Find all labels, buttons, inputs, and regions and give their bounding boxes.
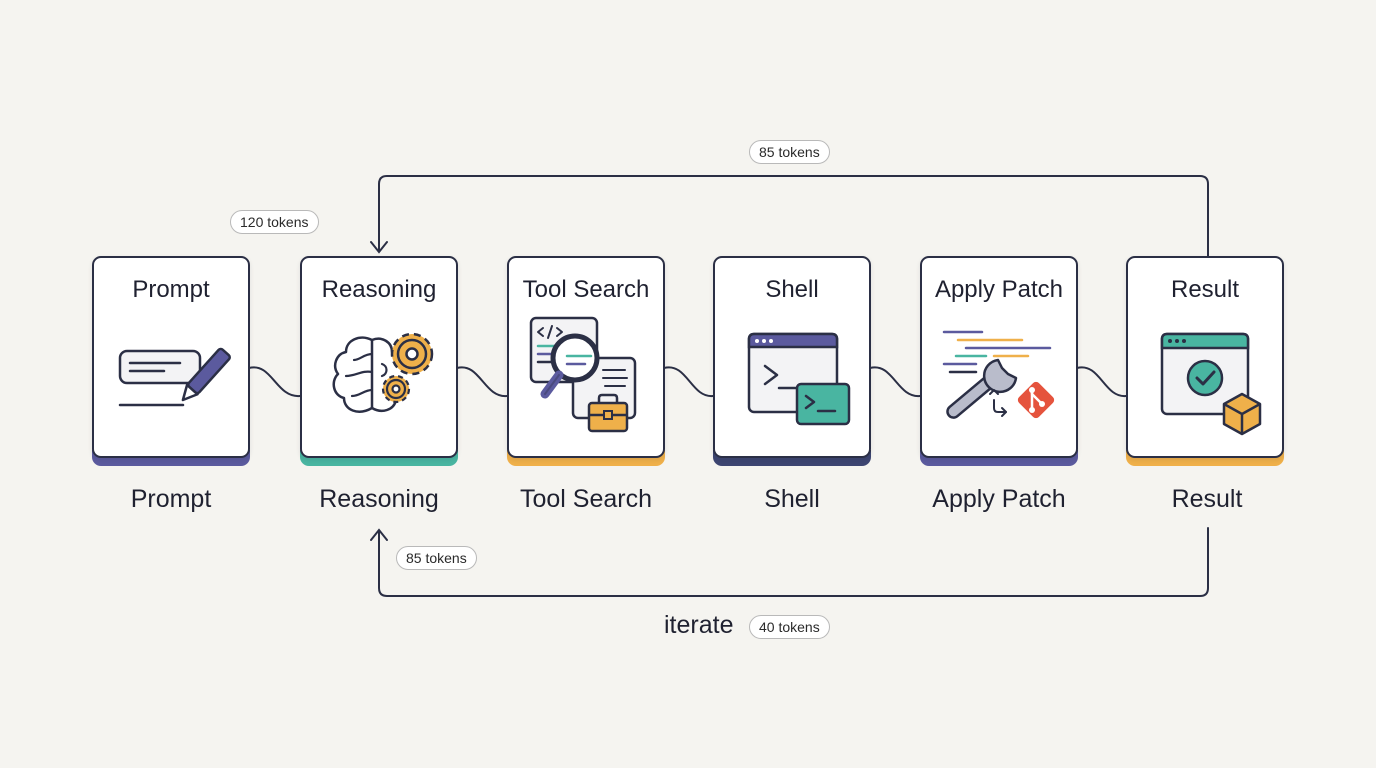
bottom-loop-arrowhead	[370, 528, 388, 541]
connector-toolsearch-shell	[663, 366, 714, 398]
card-title-tool-search: Tool Search	[522, 276, 650, 303]
step-label-result: Result	[1171, 485, 1243, 513]
card-title-reasoning: Reasoning	[321, 276, 437, 303]
iterate-label: iterate	[664, 611, 734, 639]
wrench-git-icon	[942, 330, 1055, 419]
magnifier-toolbox-icon	[529, 316, 637, 433]
terminal-icon	[747, 332, 851, 426]
card-title-result: Result	[1170, 276, 1240, 303]
step-label-tool-search: Tool Search	[519, 485, 653, 513]
token-badge-bottom-loop: 85 tokens	[396, 546, 477, 570]
step-card-shell[interactable]: Shell	[713, 256, 871, 458]
pen-form-icon	[118, 347, 231, 407]
step-card-apply-patch[interactable]: Apply Patch	[920, 256, 1078, 458]
step-label-shell: Shell	[764, 485, 820, 513]
token-badge-iterate: 40 tokens	[749, 615, 830, 639]
step-card-reasoning[interactable]: Reasoning	[300, 256, 458, 458]
step-card-prompt[interactable]: Prompt	[92, 256, 250, 458]
top-loop-line	[378, 175, 1209, 257]
top-loop-arrowhead	[370, 241, 388, 254]
connector-shell-applypatch	[869, 366, 921, 398]
card-title-apply-patch: Apply Patch	[934, 276, 1064, 303]
token-badge-top-loop: 85 tokens	[749, 140, 830, 164]
step-label-apply-patch: Apply Patch	[932, 485, 1066, 513]
step-label-prompt: Prompt	[130, 485, 212, 513]
step-card-tool-search[interactable]: Tool Search	[507, 256, 665, 458]
step-card-result[interactable]: Result	[1126, 256, 1284, 458]
connector-prompt-reasoning	[248, 366, 301, 398]
bottom-loop-line	[378, 527, 1209, 597]
card-title-shell: Shell	[765, 276, 819, 303]
connector-applypatch-result	[1076, 366, 1127, 398]
connector-reasoning-toolsearch	[456, 366, 508, 398]
card-title-prompt: Prompt	[132, 276, 210, 303]
token-badge-prompt-reasoning: 120 tokens	[230, 210, 319, 234]
check-window-box-icon	[1160, 332, 1262, 436]
brain-gears-icon	[332, 332, 434, 413]
step-label-reasoning: Reasoning	[319, 485, 439, 513]
